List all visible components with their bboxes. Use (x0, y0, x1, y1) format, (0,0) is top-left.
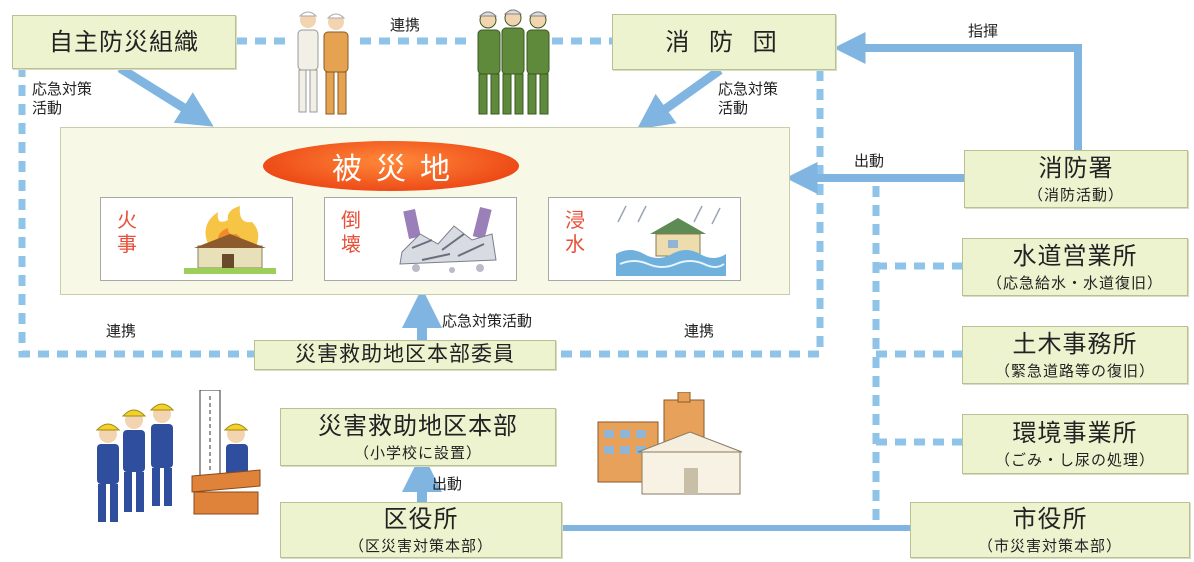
label-shutsudo-right: 出動 (854, 152, 885, 170)
volunteers-icon (297, 11, 349, 115)
node-doboku-title: 土木事務所 (1012, 330, 1138, 359)
node-doboku-sub: （緊急道路等の復旧） (994, 361, 1155, 380)
node-kuyakusho-sub: （区災害対策本部） (348, 536, 493, 555)
link-left-loop (18, 66, 254, 358)
node-suido-title: 水道営業所 (1012, 242, 1138, 271)
label-shiki: 指揮 (968, 22, 999, 40)
arrow-okyu-left (117, 64, 214, 127)
label-okyu-left-line2: 活動 (32, 98, 63, 117)
label-renkei-right: 連携 (684, 322, 715, 340)
node-chiku-honbu-title: 災害救助地区本部 (318, 412, 518, 441)
school-building-icon (597, 392, 743, 495)
arrow-shiki (833, 32, 1082, 150)
node-kuyakusho: 区役所 （区災害対策本部） (280, 502, 562, 558)
label-okyu-center: 応急対策活動 (442, 312, 533, 330)
label-okyu-right-line2: 活動 (718, 98, 749, 117)
link-right-loop (556, 70, 824, 358)
node-jishu-title: 自主防災組織 (49, 27, 199, 56)
node-shiyakusho: 市役所 （市災害対策本部） (910, 502, 1190, 558)
node-kankyo-sub: （ごみ・し尿の処理） (994, 450, 1155, 469)
collapsed-building-icon (399, 207, 497, 273)
label-renkei-left: 連携 (106, 322, 137, 340)
node-suido-sub: （応急給水・水道復旧） (986, 273, 1163, 292)
panel-flood: 浸水 (548, 197, 741, 281)
node-shobosho: 消防署 （消防活動） (964, 150, 1188, 208)
label-okyu-right-line1: 応急対策 (718, 80, 779, 98)
node-jishu-bosai: 自主防災組織 (12, 15, 236, 69)
node-shobodan: 消 防 団 (612, 14, 836, 70)
rescue-team-icon (95, 390, 261, 522)
node-suido: 水道営業所 （応急給水・水道復旧） (962, 238, 1188, 296)
node-shiyakusho-title: 市役所 (1012, 505, 1088, 534)
panel-collapse-label: 倒壊 (341, 208, 361, 256)
label-okyu-right: 応急対策 活動 (718, 80, 778, 118)
hisaichi-title: 被災地 (263, 141, 519, 191)
panel-flood-label: 浸水 (565, 208, 585, 256)
panel-fire: 火事 (100, 197, 293, 281)
flooded-house-icon (616, 205, 726, 276)
node-kankyo-title: 環境事業所 (1012, 419, 1138, 448)
node-chiku-honbu-sub: （小学校に設置） (353, 443, 482, 462)
arrow-okyu-right (636, 66, 723, 130)
panel-fire-label: 火事 (117, 208, 137, 256)
firefighters-icon (477, 9, 550, 115)
fire-house-icon (184, 206, 276, 274)
node-chiku-iin: 災害救助地区本部委員 (254, 340, 556, 370)
node-doboku: 土木事務所 （緊急道路等の復旧） (962, 326, 1188, 384)
node-chiku-iin-title: 災害救助地区本部委員 (295, 342, 515, 367)
panel-collapse: 倒壊 (324, 197, 517, 281)
node-chiku-honbu: 災害救助地区本部 （小学校に設置） (280, 408, 556, 466)
label-okyu-left-line1: 応急対策 (32, 80, 93, 98)
node-shobosho-sub: （消防活動） (1027, 185, 1124, 204)
label-renkei-top: 連携 (390, 16, 421, 34)
label-okyu-left: 応急対策 活動 (32, 80, 92, 118)
node-kuyakusho-title: 区役所 (383, 505, 459, 534)
node-kankyo: 環境事業所 （ごみ・し尿の処理） (962, 414, 1188, 474)
label-shutsudo-bottom: 出動 (432, 475, 463, 493)
node-shobosho-title: 消防署 (1038, 154, 1114, 183)
node-shiyakusho-sub: （市災害対策本部） (977, 536, 1122, 555)
node-shobodan-title: 消 防 団 (665, 27, 783, 56)
